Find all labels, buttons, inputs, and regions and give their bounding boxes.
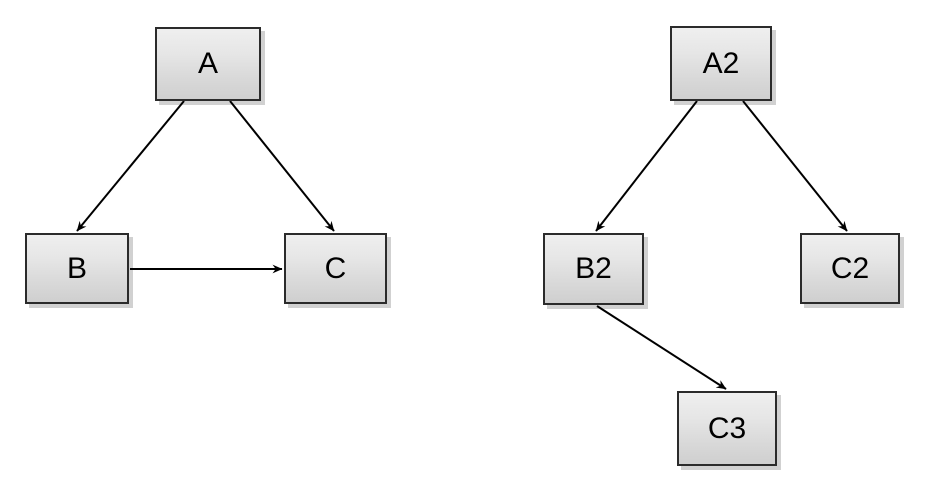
node-a-label: A xyxy=(197,47,218,80)
node-a2-label: A2 xyxy=(702,46,740,80)
edge-a2-to-b2[interactable] xyxy=(595,100,698,232)
node-c2[interactable]: C2 xyxy=(800,233,900,304)
node-a2[interactable]: A2 xyxy=(670,26,772,101)
node-c3-label: C3 xyxy=(707,411,747,445)
edge-a2-to-c2[interactable] xyxy=(742,100,848,232)
node-c[interactable]: C xyxy=(284,233,387,304)
node-a[interactable]: A xyxy=(155,27,261,101)
node-b2-label: B2 xyxy=(575,252,612,285)
edge-b2-to-c3[interactable] xyxy=(596,305,727,390)
node-c-label: C xyxy=(324,251,347,285)
node-b[interactable]: B xyxy=(25,233,129,304)
edge-a-to-c[interactable] xyxy=(229,100,335,232)
node-b-label: B xyxy=(66,251,87,285)
node-b2[interactable]: B2 xyxy=(543,233,644,305)
edges-group xyxy=(76,100,848,390)
node-c3[interactable]: C3 xyxy=(677,391,777,466)
edge-a-to-b[interactable] xyxy=(76,100,185,232)
node-c2-label: C2 xyxy=(830,251,870,285)
